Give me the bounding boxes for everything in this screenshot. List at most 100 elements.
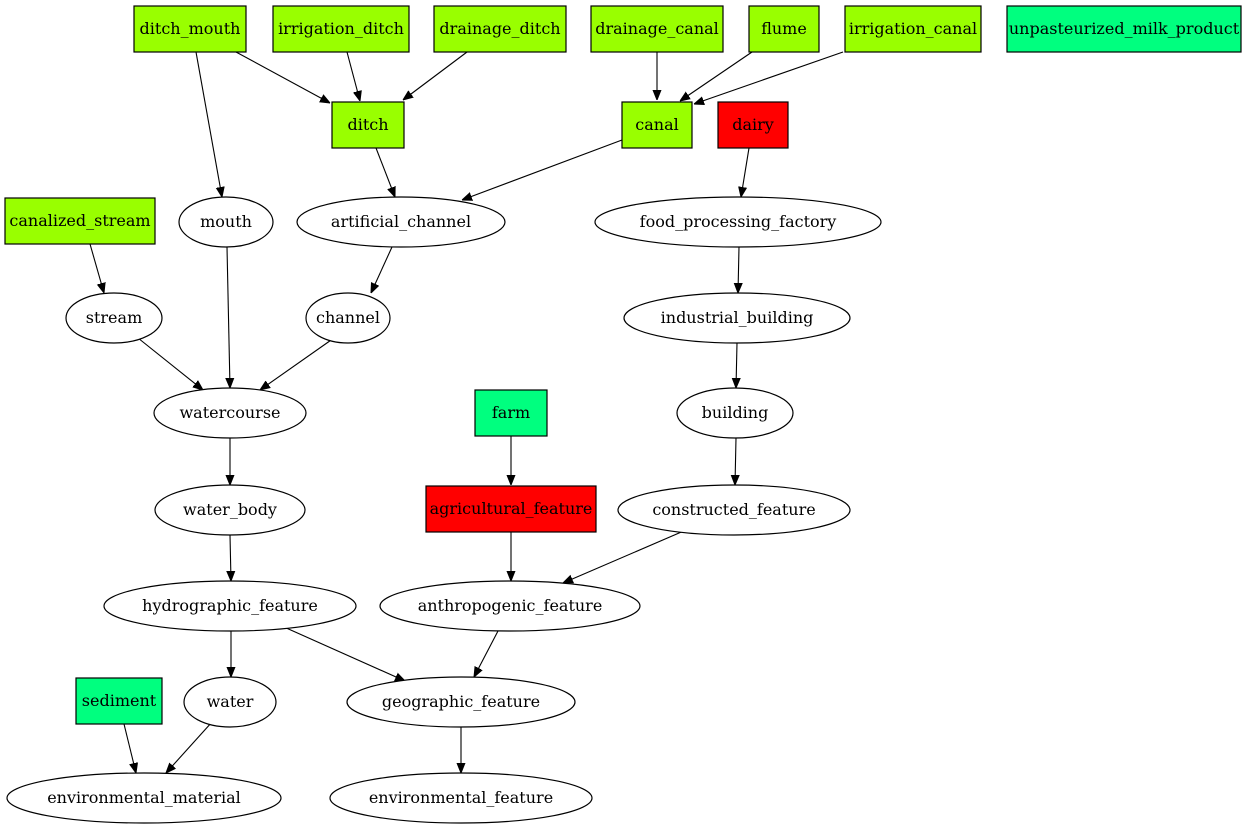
edge-industrial_building-to-building xyxy=(736,342,737,388)
node-ellipse xyxy=(329,772,593,824)
node-label: farm xyxy=(492,403,530,422)
node-drainage-canal: drainage_canal xyxy=(590,5,724,53)
node-ellipse xyxy=(153,387,307,439)
node-ellipse xyxy=(183,676,277,728)
node-label: drainage_canal xyxy=(595,19,719,38)
node-channel: channel xyxy=(305,292,391,344)
edges-layer xyxy=(89,51,844,773)
node-water: water xyxy=(183,676,277,728)
node-box xyxy=(272,5,410,53)
node-drainage-ditch: drainage_ditch xyxy=(433,5,567,53)
node-stream: stream xyxy=(65,292,163,344)
node-ellipse xyxy=(617,484,851,536)
node-irrigation-ditch: irrigation_ditch xyxy=(272,5,410,53)
node-ellipse xyxy=(296,196,506,248)
nodes-layer: ditch_mouth irrigation_ditch drainage_ditc… xyxy=(4,5,1242,824)
node-box xyxy=(748,5,820,53)
edge-canal-to-artificial_channel xyxy=(462,139,623,200)
edge-mouth-to-watercourse xyxy=(227,246,230,388)
edge-ditch_mouth-to-ditch xyxy=(235,51,330,103)
node-label: canalized_stream xyxy=(9,211,150,230)
node-ellipse xyxy=(379,580,641,632)
node-ellipse xyxy=(178,196,274,248)
node-box xyxy=(844,5,982,53)
node-watercourse: watercourse xyxy=(153,387,307,439)
node-box xyxy=(621,101,693,149)
node-unpasteurized-milk-product: unpasteurized_milk_product xyxy=(1006,5,1242,53)
node-box xyxy=(1006,5,1242,53)
edge-hydrographic_feature-to-geographic_feature xyxy=(283,626,405,681)
node-box xyxy=(474,389,548,437)
node-label: food_processing_factory xyxy=(640,212,837,231)
node-ditch: ditch xyxy=(331,101,405,149)
node-constructed-feature: constructed_feature xyxy=(617,484,851,536)
node-label: industrial_building xyxy=(661,308,814,327)
node-label: channel xyxy=(316,308,380,327)
node-ellipse xyxy=(346,676,576,728)
node-anthropogenic-feature: anthropogenic_feature xyxy=(379,580,641,632)
edge-water_body-to-hydrographic_feature xyxy=(230,534,231,581)
node-ellipse xyxy=(154,484,306,536)
node-label: building xyxy=(702,403,769,422)
node-mouth: mouth xyxy=(178,196,274,248)
node-building: building xyxy=(676,387,794,439)
edge-water-to-environmental_material xyxy=(166,721,213,773)
node-box xyxy=(133,5,247,53)
edge-sediment-to-environmental_material xyxy=(123,723,136,773)
node-label: ditch_mouth xyxy=(140,19,241,38)
node-label: canal xyxy=(635,115,678,134)
edge-canalized_stream-to-stream xyxy=(89,243,104,293)
node-farm: farm xyxy=(474,389,548,437)
node-label: unpasteurized_milk_product xyxy=(1009,19,1240,38)
node-label: watercourse xyxy=(179,403,280,422)
node-label: sediment xyxy=(82,691,157,710)
node-label: flume xyxy=(761,19,807,38)
edge-building-to-constructed_feature xyxy=(735,437,736,485)
edge-artificial_channel-to-channel xyxy=(371,246,393,293)
node-flume: flume xyxy=(748,5,820,53)
edge-channel-to-watercourse xyxy=(260,337,335,390)
node-geographic-feature: geographic_feature xyxy=(346,676,576,728)
edge-constructed_feature-to-anthropogenic_feature xyxy=(563,529,687,583)
node-label: water_body xyxy=(183,500,277,519)
node-environmental-material: environmental_material xyxy=(6,772,282,824)
node-box xyxy=(433,5,567,53)
node-label: environmental_feature xyxy=(369,788,553,807)
node-label: water xyxy=(207,692,254,711)
edge-ditch-to-artificial_channel xyxy=(375,147,395,197)
node-environmental-feature: environmental_feature xyxy=(329,772,593,824)
node-box xyxy=(717,101,789,149)
node-label: artificial_channel xyxy=(331,212,471,231)
edge-food_processing_factory-to-industrial_building xyxy=(738,246,739,293)
node-ditch-mouth: ditch_mouth xyxy=(133,5,247,53)
edge-irrigation_ditch-to-ditch xyxy=(346,51,360,101)
node-box xyxy=(590,5,724,53)
node-label: irrigation_canal xyxy=(849,19,977,38)
node-label: drainage_ditch xyxy=(439,19,560,38)
node-label: anthropogenic_feature xyxy=(418,596,603,615)
node-ellipse xyxy=(676,387,794,439)
node-label: agricultural_feature xyxy=(430,499,593,518)
node-canal: canal xyxy=(621,101,693,149)
node-ellipse xyxy=(623,292,851,344)
edge-irrigation_canal-to-canal xyxy=(694,51,844,104)
node-label: mouth xyxy=(200,212,252,231)
node-ellipse xyxy=(65,292,163,344)
node-canalized-stream: canalized_stream xyxy=(4,197,156,245)
node-label: ditch xyxy=(347,115,388,134)
node-label: constructed_feature xyxy=(652,500,815,519)
node-industrial-building: industrial_building xyxy=(623,292,851,344)
node-agricultural-feature: agricultural_feature xyxy=(425,485,597,533)
node-label: irrigation_ditch xyxy=(278,19,404,38)
node-ellipse xyxy=(594,196,882,248)
node-ellipse xyxy=(305,292,391,344)
node-food-processing-factory: food_processing_factory xyxy=(594,196,882,248)
edge-anthropogenic_feature-to-geographic_feature xyxy=(474,630,499,677)
edge-flume-to-canal xyxy=(680,51,753,101)
node-irrigation-canal: irrigation_canal xyxy=(844,5,982,53)
node-label: dairy xyxy=(732,115,774,134)
node-hydrographic-feature: hydrographic_feature xyxy=(103,580,357,632)
node-box xyxy=(425,485,597,533)
node-label: stream xyxy=(86,308,142,327)
